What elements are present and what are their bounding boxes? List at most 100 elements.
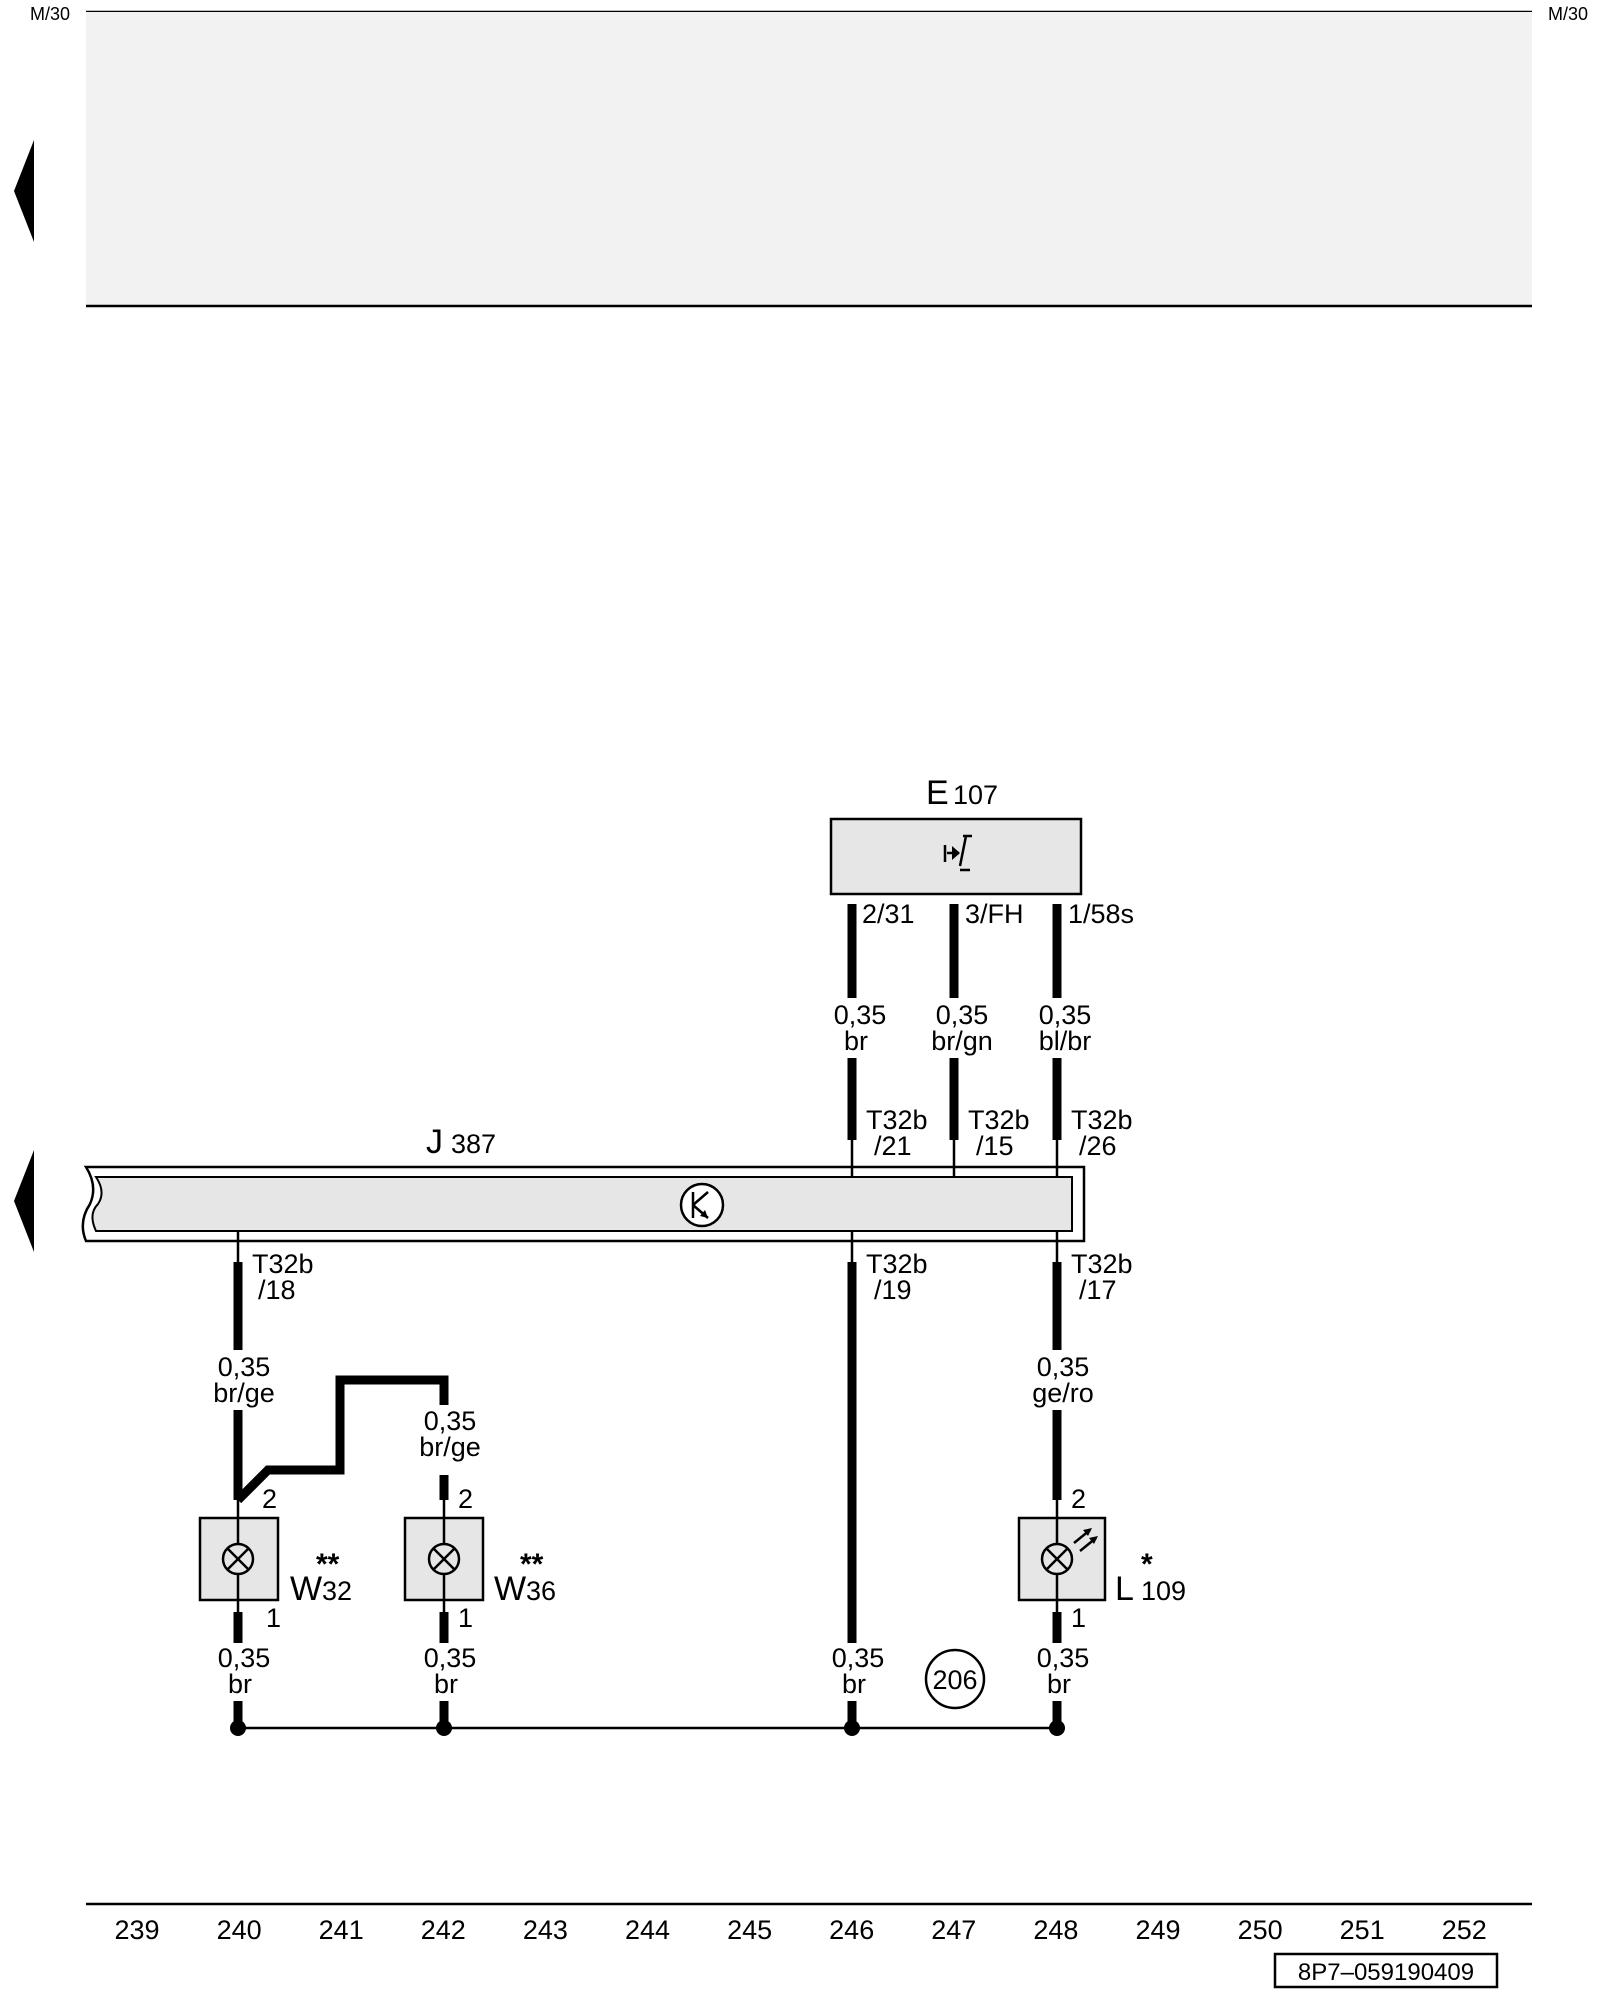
connector-label: /15: [976, 1131, 1014, 1161]
w36-number: 36: [526, 1576, 556, 1606]
pin-number: 1: [1071, 1603, 1086, 1633]
column-number: 252: [1442, 1915, 1487, 1945]
wire-color-label: br: [842, 1669, 866, 1699]
column-number: 248: [1033, 1915, 1078, 1945]
wire-color-label: br: [434, 1669, 458, 1699]
label-gap: [410, 1405, 478, 1465]
lamp-icon: [427, 1542, 461, 1576]
j387-number: 387: [451, 1129, 496, 1159]
label-gap: [920, 998, 988, 1058]
column-number: 249: [1135, 1915, 1180, 1945]
label-gap: [1023, 1350, 1091, 1410]
wire-size-label: 0,35: [218, 1643, 271, 1673]
column-number: 243: [523, 1915, 568, 1945]
column-number: 250: [1238, 1915, 1283, 1945]
upper-panel: [86, 12, 1532, 306]
connector-label: T32b: [866, 1105, 928, 1135]
header-left-tag: M/30: [30, 4, 70, 24]
wire-size-label: 0,35: [832, 1643, 885, 1673]
column-number: 247: [931, 1915, 976, 1945]
prev-arrow-icon[interactable]: [14, 140, 34, 242]
wire-w32-w36-bridge: [234, 1375, 449, 1504]
prev-arrow-icon-2[interactable]: [14, 1150, 34, 1252]
wire-size-label: 0,35: [218, 1352, 271, 1382]
pin-number: 2: [458, 1484, 473, 1514]
wire-size-label: 0,35: [424, 1643, 477, 1673]
wire-color-label: br/ge: [419, 1432, 481, 1462]
label-gap: [204, 1643, 272, 1701]
label-gap: [818, 998, 886, 1058]
column-number: 246: [829, 1915, 874, 1945]
connector-label: /26: [1079, 1131, 1117, 1161]
connector-label: T32b: [968, 1105, 1030, 1135]
e107-pin-label: 3/FH: [965, 899, 1024, 929]
w32-letter: W: [290, 1570, 322, 1608]
column-number: 242: [421, 1915, 466, 1945]
label-gap: [818, 1643, 886, 1701]
connector-label: T32b: [1071, 1249, 1133, 1279]
wire-color-label: br/ge: [213, 1378, 275, 1408]
connector-label: T32b: [252, 1249, 314, 1279]
wire-size-label: 0,35: [1037, 1643, 1090, 1673]
connector-label: /18: [258, 1275, 296, 1305]
light-rays-icon: [1073, 1528, 1098, 1552]
wire-color-label: ge/ro: [1032, 1378, 1094, 1408]
column-number: 245: [727, 1915, 772, 1945]
w32-mark: **: [316, 1548, 340, 1581]
wire-size-label: 0,35: [1037, 1352, 1090, 1382]
column-number: 240: [217, 1915, 262, 1945]
wire-color-label: br: [844, 1026, 868, 1056]
w36-letter: W: [494, 1570, 526, 1608]
j387-letter: J: [426, 1123, 443, 1161]
l109-mark: *: [1141, 1548, 1153, 1581]
junction-dot: [1049, 1720, 1065, 1736]
connector-label: /19: [874, 1275, 912, 1305]
wire-size-label: 0,35: [834, 1000, 887, 1030]
connector-label: T32b: [1071, 1105, 1133, 1135]
e107-pin-label: 2/31: [862, 899, 915, 929]
wire-size-label: 0,35: [1039, 1000, 1092, 1030]
header-right-tag: M/30: [1548, 4, 1588, 24]
e107-number: 107: [953, 780, 998, 810]
connector-label: /21: [874, 1131, 912, 1161]
l109-letter: L: [1115, 1570, 1134, 1608]
junction-dot: [230, 1720, 246, 1736]
pin-number: 2: [1071, 1484, 1086, 1514]
e107-pin-label: 1/58s: [1068, 899, 1134, 929]
connector-label: T32b: [866, 1249, 928, 1279]
wire-color-label: br: [1047, 1669, 1071, 1699]
column-number: 251: [1340, 1915, 1385, 1945]
label-gap: [410, 1643, 478, 1701]
label-gap: [1023, 1643, 1091, 1701]
reference-code-box: [1273, 1952, 1499, 1989]
column-number: 244: [625, 1915, 670, 1945]
pin-number: 1: [458, 1603, 473, 1633]
wire-size-label: 0,35: [936, 1000, 989, 1030]
control-unit-symbol-icon: [679, 1182, 725, 1228]
wire-size-label: 0,35: [424, 1406, 477, 1436]
e107-letter: E: [926, 774, 949, 812]
label-gap: [1023, 998, 1091, 1058]
w32-number: 32: [322, 1576, 352, 1606]
reference-code: 8P7–059190409: [1298, 1959, 1474, 1986]
ground-connection-circle: [924, 1648, 986, 1710]
ground-connection-number: 206: [932, 1665, 977, 1695]
column-number: 241: [319, 1915, 364, 1945]
wire-color-label: br: [228, 1669, 252, 1699]
label-gap: [204, 1350, 272, 1410]
connector-label: /17: [1079, 1275, 1117, 1305]
switch-symbol-icon: [943, 834, 972, 872]
column-numbers: 239 240 241 242 243 244 245 246 247 248 249 250 251 2…: [114, 1915, 1486, 1945]
j387-body: [91, 1176, 1073, 1232]
column-number: 239: [114, 1915, 159, 1945]
pin-number: 2: [262, 1484, 277, 1514]
lamp-icon: [1040, 1542, 1074, 1576]
pin-number: 1: [266, 1603, 281, 1633]
lamp-icon: [221, 1542, 255, 1576]
junction-dot: [844, 1720, 860, 1736]
wire-color-label: br/gn: [931, 1026, 993, 1056]
l109-number: 109: [1141, 1576, 1186, 1606]
w36-mark: **: [520, 1548, 544, 1581]
wire-color-label: bl/br: [1039, 1026, 1092, 1056]
